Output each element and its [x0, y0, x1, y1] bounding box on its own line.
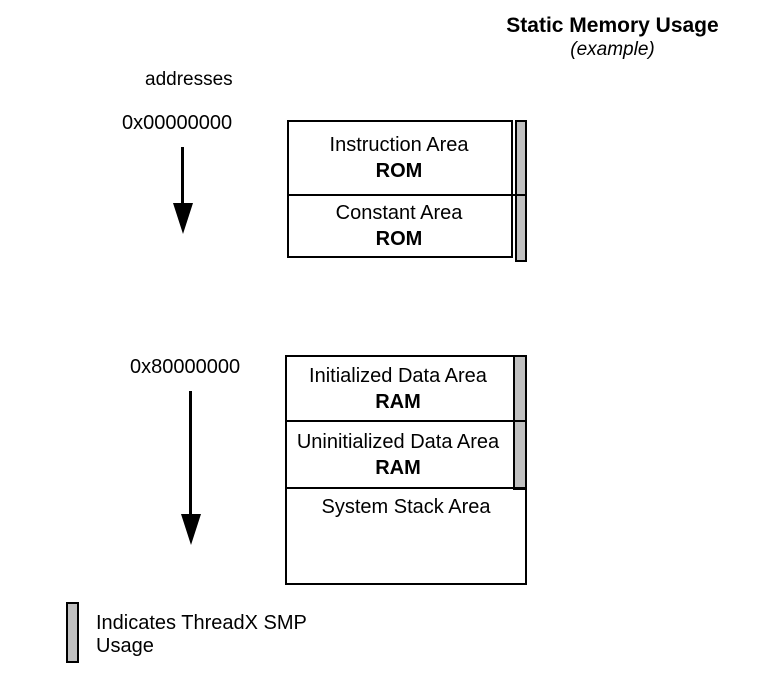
title-block: Static Memory Usage (example) — [440, 14, 777, 62]
smp-usage-bar-ram — [513, 355, 527, 490]
section-divider — [287, 194, 527, 196]
memory-section-system-stack-area: System Stack Area — [285, 489, 527, 521]
section-name: System Stack Area — [321, 496, 491, 518]
section-name: Initialized Data Area — [309, 364, 487, 387]
smp-legend-line2: Usage — [96, 635, 154, 657]
memory-section-uninitialized-data-area: Uninitialized Data Area RAM — [285, 422, 511, 487]
section-name: Uninitialized Data Area — [296, 430, 500, 453]
address-direction-arrow-line — [181, 147, 184, 205]
arrow-down-icon — [181, 514, 201, 545]
smp-usage-bar-rom — [515, 120, 527, 262]
memory-section-constant-area: Constant Area ROM — [287, 196, 511, 256]
rom-start-address: 0x00000000 — [122, 112, 233, 134]
section-type: RAM — [375, 456, 421, 479]
section-name: Instruction Area — [329, 134, 469, 156]
section-divider — [285, 420, 527, 422]
section-name: Constant Area — [335, 202, 463, 224]
diagram-subtitle: (example) — [570, 39, 655, 60]
diagram-title: Static Memory Usage — [506, 14, 719, 37]
addresses-label: addresses — [145, 69, 233, 90]
section-type: ROM — [375, 228, 423, 250]
memory-section-instruction-area: Instruction Area ROM — [287, 122, 511, 194]
memory-section-initialized-data-area: Initialized Data Area RAM — [285, 357, 511, 420]
arrow-down-icon — [173, 203, 193, 234]
ram-start-address: 0x80000000 — [130, 356, 241, 378]
rom-memory-box — [287, 120, 513, 258]
smp-legend-text: Indicates ThreadX SMP Usage — [96, 612, 307, 658]
section-divider — [285, 487, 527, 489]
smp-legend-line1: Indicates ThreadX SMP — [96, 612, 307, 634]
section-type: ROM — [375, 160, 423, 182]
section-type: RAM — [375, 390, 421, 413]
address-direction-arrow-line — [189, 391, 192, 516]
smp-legend-bar — [66, 602, 79, 663]
ram-memory-box — [285, 355, 527, 585]
